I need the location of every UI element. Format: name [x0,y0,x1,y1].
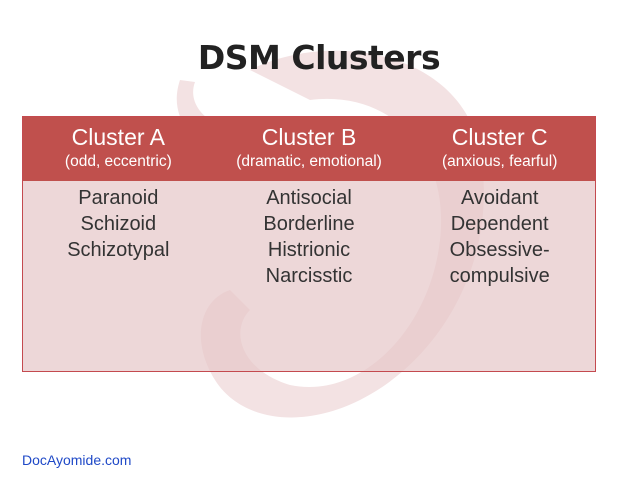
disorder-item: Narcisstic [265,265,353,287]
header-cluster-b: Cluster B (dramatic, emotional) [214,117,405,181]
cluster-subtitle: (odd, eccentric) [64,153,172,170]
disorder-item: Dependent [450,213,549,235]
disorder-item: Antisocial [266,187,352,209]
disorder-item: Paranoid [78,187,159,209]
header-cluster-c: Cluster C (anxious, fearful) [404,117,595,181]
disorder-item: Schizoid [80,213,157,235]
cluster-name: Cluster A [71,124,165,150]
disorder-item: compulsive [449,265,550,287]
cluster-name: Cluster C [451,124,548,150]
cluster-subtitle: (dramatic, emotional) [236,153,382,170]
cluster-name: Cluster B [261,124,357,150]
table-body-row: Paranoid Schizoid Schizotypal Antisocial… [23,181,595,371]
source-link[interactable]: DocAyomide.com [22,452,132,468]
page-title: DSM Clusters [197,38,441,77]
cell-cluster-b: Antisocial Borderline Histrionic Narciss… [214,181,405,371]
disorder-item: Avoidant [460,187,539,209]
disorder-item: Histrionic [267,239,351,261]
clusters-table: Cluster A (odd, eccentric) Cluster B (dr… [22,116,596,372]
disorder-item: Obsessive- [449,239,550,261]
table-header-row: Cluster A (odd, eccentric) Cluster B (dr… [23,117,595,181]
cluster-subtitle: (anxious, fearful) [441,153,558,170]
disorder-item: Schizotypal [67,239,170,261]
cell-cluster-c: Avoidant Dependent Obsessive- compulsive [404,181,595,371]
header-cluster-a: Cluster A (odd, eccentric) [23,117,214,181]
cell-cluster-a: Paranoid Schizoid Schizotypal [23,181,214,371]
disorder-item: Borderline [263,213,355,235]
